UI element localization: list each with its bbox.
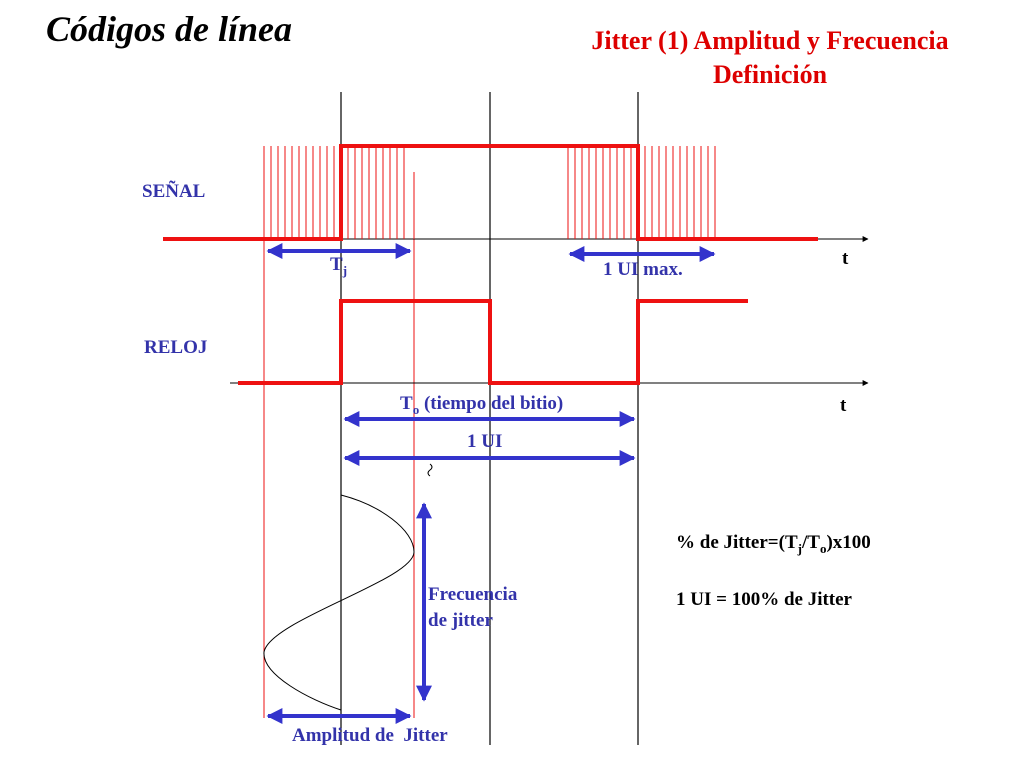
to-label-main: T [400,393,413,414]
jitter-sinusoid [263,494,415,711]
one-ui-label: 1 UI [467,431,503,452]
formula-part-c: /T [801,532,820,553]
signal-axis-t-label: t [842,248,849,269]
jitter-percent-formula: % de Jitter=(Tj/To)x100 [676,532,871,557]
measurement-arrows [266,243,716,724]
subtitle-line-2: Definición [712,60,828,89]
subtitle-line-1: Jitter (1) Amplitud y Frecuencia [591,26,949,55]
jitter-boundary-lines [263,238,415,718]
to-label-sub: o [412,402,420,417]
to-label: To (tiempo del bitio) [400,393,563,418]
frequency-label: Frecuencia de jitter [428,582,517,634]
clock-axis-t-label: t [840,395,847,416]
tj-label-main: T [330,254,343,275]
frequency-label-line-2: de jitter [428,610,493,631]
amplitude-label: Amplitud de Jitter [292,725,448,746]
slide-subtitle: Jitter (1) Amplitud y Frecuencia Definic… [540,24,1000,92]
formula-sub-o: o [819,541,827,556]
ui-equivalence-formula: 1 UI = 100% de Jitter [676,589,852,610]
squiggle-mark [427,463,433,477]
tj-label: Tj [330,254,347,279]
clock-waveform [238,299,748,385]
clock-label: RELOJ [144,337,208,358]
frequency-label-line-1: Frecuencia [428,584,518,605]
ui-max-label: 1 UI max. [603,259,683,280]
slide-title: Códigos de línea [46,9,293,49]
signal-label: SEÑAL [142,181,206,202]
formula-part-a: % de Jitter=(T [676,532,798,553]
formula-sub-j: j [797,541,802,556]
formula-part-e: )x100 [826,532,871,553]
signal-jitter-hatch [263,146,716,239]
signal-waveform [163,144,818,241]
tj-label-sub: j [342,263,348,278]
to-label-rest: (tiempo del bitio) [419,393,564,414]
